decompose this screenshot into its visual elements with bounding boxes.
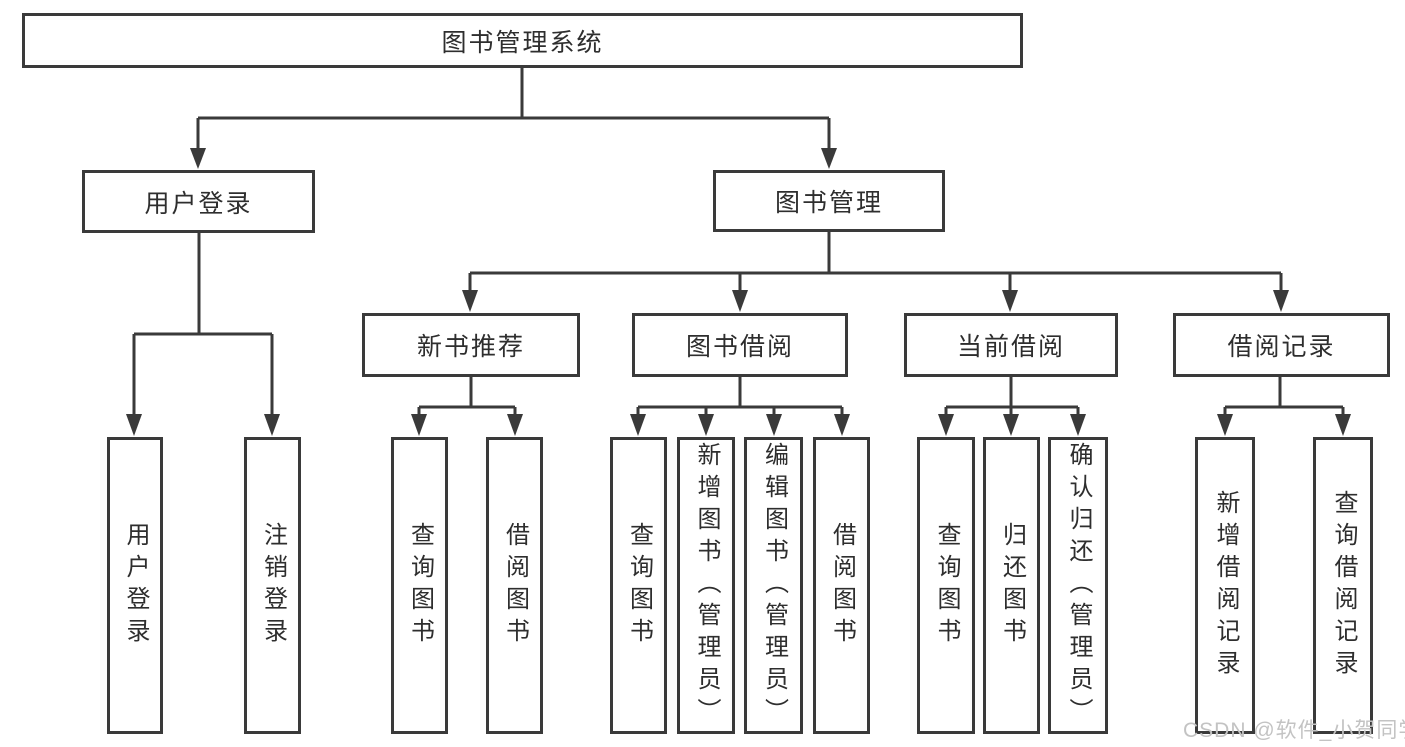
leaf-confirm-return-admin: 确认归还（管理员）: [1048, 437, 1108, 734]
leaf-label: 编辑图书（管理员）: [760, 441, 788, 730]
leaf-label: 用户登录: [122, 521, 149, 650]
leaf-borrow-book-recommend: 借阅图书: [486, 437, 543, 734]
leaf-label: 查询图书: [625, 521, 653, 650]
node-new-book-recommend: 新书推荐: [362, 313, 580, 377]
leaf-label: 查询图书: [406, 521, 434, 650]
leaf-label: 借阅图书: [828, 521, 856, 650]
leaf-user-login: 用户登录: [107, 437, 163, 734]
leaf-add-book-admin: 新增图书（管理员）: [677, 437, 735, 734]
leaf-edit-book-admin: 编辑图书（管理员）: [744, 437, 803, 734]
node-book-management: 图书管理: [713, 170, 945, 232]
watermark: CSDN @软件_小贺同学: [1183, 719, 1405, 742]
leaf-label: 新增图书（管理员）: [693, 441, 720, 730]
leaf-label: 查询借阅记录: [1330, 489, 1357, 682]
leaf-logout: 注销登录: [244, 437, 301, 734]
leaf-query-book-borrow: 查询图书: [610, 437, 667, 734]
node-borrow-record: 借阅记录: [1173, 313, 1390, 377]
leaf-label: 借阅图书: [501, 521, 529, 650]
leaf-label: 注销登录: [259, 521, 287, 650]
node-book-borrow: 图书借阅: [632, 313, 848, 377]
leaf-label: 新增借阅记录: [1212, 489, 1239, 682]
leaf-label: 确认归还（管理员）: [1065, 441, 1092, 730]
leaf-label: 查询图书: [933, 521, 960, 650]
node-root: 图书管理系统: [22, 13, 1023, 68]
leaf-query-borrow-record: 查询借阅记录: [1313, 437, 1373, 734]
leaf-query-book-current: 查询图书: [917, 437, 975, 734]
leaf-add-borrow-record: 新增借阅记录: [1195, 437, 1255, 734]
leaf-query-book-recommend: 查询图书: [391, 437, 448, 734]
leaf-label: 归还图书: [998, 521, 1026, 650]
node-current-borrow: 当前借阅: [904, 313, 1118, 377]
node-user-login: 用户登录: [82, 170, 315, 233]
leaf-return-book: 归还图书: [983, 437, 1040, 734]
leaf-borrow-book: 借阅图书: [813, 437, 870, 734]
